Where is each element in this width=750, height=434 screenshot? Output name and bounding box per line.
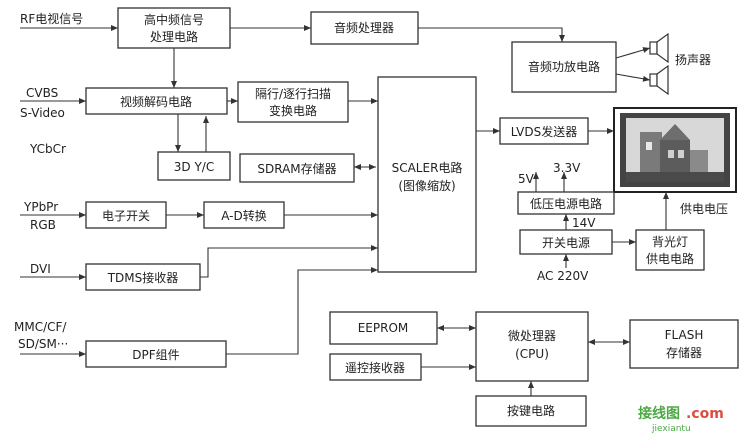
video-decoder-label: 视频解码电路 <box>120 94 192 109</box>
block-3d-yc: 3D Y/C <box>157 151 231 181</box>
tuner-label-1: 高中频信号 <box>144 12 204 27</box>
comb-3dyc-label: 3D Y/C <box>174 160 214 174</box>
block-backlight-supply: 背光灯 供电电路 <box>635 229 705 271</box>
ypbpr-label: YPbPr <box>23 200 58 214</box>
block-video-decoder: 视频解码电路 <box>85 87 228 115</box>
block-flash: FLASH 存储器 <box>629 319 739 369</box>
amp-to-speaker-top <box>615 47 651 59</box>
block-switch-power: 开关电源 <box>519 229 613 255</box>
backlight-label-1: 背光灯 <box>652 235 688 249</box>
supply-voltage-label: 供电电压 <box>680 202 728 216</box>
scaler-label-2: (图像缩放) <box>398 178 455 193</box>
card-label-1: MMC/CF/ <box>14 320 67 334</box>
mcu-label-1: 微处理器 <box>508 329 556 343</box>
block-lv-power: 低压电源电路 <box>517 191 615 215</box>
block-adc: A-D转换 <box>203 201 285 229</box>
flash-label-2: 存储器 <box>666 345 702 360</box>
block-scaler: SCALER电路 (图像缩放) <box>377 76 477 273</box>
amp-to-speaker-bottom <box>615 73 651 82</box>
svideo-label: S-Video <box>20 106 65 120</box>
switch-power-label: 开关电源 <box>542 236 590 250</box>
v5-label: 5V <box>518 172 535 186</box>
block-audio-amp: 音频功放电路 <box>511 41 617 93</box>
v14-label: 14V <box>572 216 596 230</box>
connectors <box>20 25 669 396</box>
tdms-to-scaler-line <box>200 245 378 278</box>
ycbcr-label: YCbCr <box>29 142 66 156</box>
ac-label: AC 220V <box>537 269 589 283</box>
block-tdms: TDMS接收器 <box>85 263 201 291</box>
deinterlacer-label-1: 隔行/逐行扫描 <box>255 87 331 101</box>
rgb-label: RGB <box>30 218 56 232</box>
block-sdram: SDRAM存储器 <box>239 153 355 183</box>
block-audio-processor: 音频处理器 <box>310 11 419 45</box>
adc-label: A-D转换 <box>221 208 267 223</box>
lv-power-label: 低压电源电路 <box>530 196 602 211</box>
speaker-icon <box>649 32 669 96</box>
block-ir-receiver: 遥控接收器 <box>329 353 422 381</box>
block-deinterlacer: 隔行/逐行扫描 变换电路 <box>237 81 349 123</box>
flash-label-1: FLASH <box>665 328 704 342</box>
v33-label: 3.3V <box>553 161 581 175</box>
watermark-dotcom: .com <box>686 406 724 422</box>
block-tuner: 高中频信号 处理电路 <box>117 7 231 49</box>
audio-processor-label: 音频处理器 <box>334 20 394 35</box>
ir-receiver-label: 遥控接收器 <box>345 360 405 375</box>
watermark-logo: 接线图 .com jiexiantu <box>638 405 724 434</box>
block-lvds: LVDS发送器 <box>499 117 589 145</box>
block-dpf: DPF组件 <box>85 340 227 368</box>
tdms-label: TDMS接收器 <box>107 270 179 285</box>
sdram-label: SDRAM存储器 <box>257 161 336 176</box>
backlight-label-2: 供电电路 <box>646 251 694 266</box>
lcd-panel-image <box>613 107 737 193</box>
card-label-2: SD/SM··· <box>18 337 68 351</box>
deinterlacer-label-2: 变换电路 <box>269 103 317 118</box>
block-mcu: 微处理器 (CPU) <box>475 311 589 382</box>
mcu-label-2: (CPU) <box>515 347 549 361</box>
block-eeprom: EEPROM <box>329 311 438 345</box>
dpf-to-scaler-line <box>226 267 378 355</box>
eeprom-label: EEPROM <box>358 321 409 335</box>
audio-to-amp-line <box>418 27 565 42</box>
speaker-label: 扬声器 <box>675 52 711 67</box>
electronic-switch-label: 电子开关 <box>102 209 150 223</box>
dpf-label: DPF组件 <box>132 348 179 362</box>
tuner-label-2: 处理电路 <box>150 29 198 44</box>
rf-input-label: RF电视信号 <box>20 11 83 26</box>
lvds-label: LVDS发送器 <box>511 124 577 139</box>
keys-label: 按键电路 <box>507 403 555 418</box>
scaler-label-1: SCALER电路 <box>392 160 463 175</box>
audio-amp-label: 音频功放电路 <box>528 59 600 74</box>
block-electronic-switch: 电子开关 <box>85 201 167 229</box>
block-keys: 按键电路 <box>475 395 587 427</box>
watermark-domain: jiexiantu <box>651 424 691 434</box>
watermark-cn: 接线图 <box>638 405 680 422</box>
dvi-label: DVI <box>30 262 51 276</box>
cvbs-label: CVBS <box>26 86 58 100</box>
